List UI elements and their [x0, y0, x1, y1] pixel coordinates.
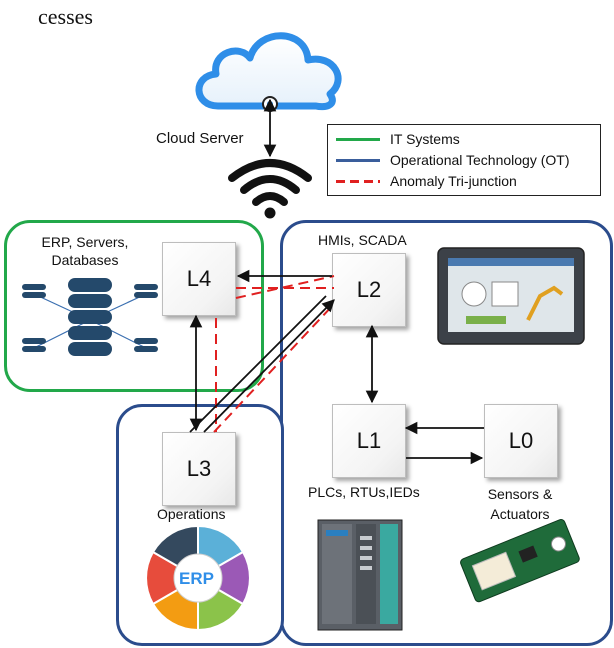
legend-swatch-it: [336, 137, 380, 141]
node-l4-label: L4: [186, 266, 212, 291]
wifi-icon: [228, 159, 312, 219]
node-l0: L0: [484, 404, 558, 478]
legend-item-it: IT Systems: [336, 129, 460, 149]
erp-wheel-label: ERP: [179, 569, 214, 588]
cloud-server-label: Cloud Server: [156, 130, 244, 147]
node-l0-label: L0: [508, 428, 534, 453]
node-l3: L3: [162, 432, 236, 506]
node-l2-label: L2: [356, 277, 382, 302]
legend-swatch-ot: [336, 158, 380, 162]
sensor-board-image: [460, 519, 580, 603]
ot-region-caption: HMIs, SCADA: [318, 232, 407, 248]
node-l2: L2: [332, 253, 406, 327]
legend-item-ot: Operational Technology (OT): [336, 150, 570, 170]
l3-to-l2-arrow-a: [203, 299, 335, 433]
node-l3-label: L3: [186, 456, 212, 481]
operations-caption: Operations: [157, 506, 226, 522]
page-header-fragment: cesses: [38, 4, 93, 29]
l1-caption: PLCs, RTUs,IEDs: [308, 484, 420, 500]
erp-wheel-icon: [145, 524, 251, 632]
legend: IT Systems Operational Technology (OT) A…: [327, 124, 601, 196]
legend-item-anomaly: Anomaly Tri-junction: [336, 171, 517, 191]
it-region-caption: ERP, Servers, Databases: [41, 234, 129, 268]
node-l1: L1: [332, 404, 406, 478]
node-l1-label: L1: [356, 428, 382, 453]
legend-label-anomaly: Anomaly Tri-junction: [390, 173, 517, 189]
legend-label-ot: Operational Technology (OT): [390, 152, 570, 168]
plc-device-image: [317, 519, 403, 631]
l3-to-l2-arrow-b: [189, 295, 327, 433]
legend-swatch-anomaly: [336, 179, 380, 183]
it-systems-region: [4, 220, 264, 392]
hmi-panel-image: [437, 247, 585, 345]
l0-caption: Sensors & Actuators: [487, 486, 553, 522]
database-cluster-icon: [22, 278, 158, 356]
anomaly-tri-junction-lines: [213, 275, 335, 433]
legend-label-it: IT Systems: [390, 131, 460, 147]
